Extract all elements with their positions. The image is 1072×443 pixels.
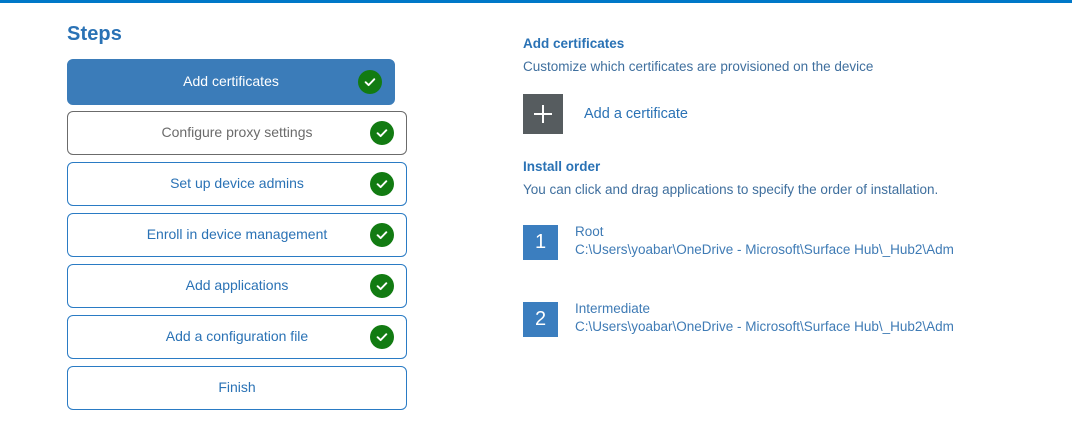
install-order-list: 1 Root C:\Users\yoabar\OneDrive - Micros…	[523, 223, 1043, 338]
order-item-name: Root	[575, 224, 604, 240]
step-label: Set up device admins	[170, 175, 304, 192]
completed-check-icon	[370, 223, 394, 247]
certificates-heading: Add certificates	[523, 36, 625, 51]
steps-title: Steps	[67, 23, 122, 45]
install-order-item[interactable]: 1 Root C:\Users\yoabar\OneDrive - Micros…	[523, 223, 1043, 261]
steps-pane: Steps Add certificates Configure proxy s…	[67, 3, 407, 417]
steps-list: Add certificates Configure proxy setting…	[67, 59, 407, 410]
completed-check-icon	[370, 121, 394, 145]
install-order-item[interactable]: 2 Intermediate C:\Users\yoabar\OneDrive …	[523, 300, 1043, 338]
step-item-finish[interactable]: Finish	[67, 366, 407, 410]
top-accent-rule	[0, 0, 1072, 3]
step-item-add-certificates[interactable]: Add certificates	[67, 59, 395, 105]
wizard-page: Steps Add certificates Configure proxy s…	[0, 3, 1072, 443]
completed-check-icon	[370, 325, 394, 349]
step-item-add-a-configuration-file[interactable]: Add a configuration file	[67, 315, 407, 359]
order-item-name: Intermediate	[575, 301, 651, 317]
install-order-section: Install order You can click and drag app…	[523, 159, 1043, 338]
completed-check-icon	[358, 70, 382, 94]
step-label: Enroll in device management	[146, 226, 328, 243]
step-item-configure-proxy-settings[interactable]: Configure proxy settings	[67, 111, 407, 155]
step-label: Add a configuration file	[165, 328, 309, 345]
step-label: Add applications	[185, 277, 289, 294]
order-item-text: Intermediate C:\Users\yoabar\OneDrive - …	[575, 300, 954, 336]
completed-check-icon	[370, 172, 394, 196]
install-order-heading: Install order	[523, 158, 601, 174]
certificates-subtitle: Customize which certificates are provisi…	[523, 59, 874, 74]
order-item-text: Root C:\Users\yoabar\OneDrive - Microsof…	[575, 223, 954, 259]
step-label: Finish	[218, 379, 256, 396]
add-certificate-label[interactable]: Add a certificate	[584, 105, 688, 122]
completed-check-icon	[370, 274, 394, 298]
plus-icon[interactable]	[523, 93, 563, 134]
install-order-subtitle: You can click and drag applications to s…	[523, 181, 939, 197]
step-label: Add certificates	[183, 73, 279, 90]
detail-pane: Add certificates Customize which certifi…	[523, 3, 1043, 377]
add-certificate-row[interactable]: Add a certificate	[523, 93, 1043, 134]
order-item-path: C:\Users\yoabar\OneDrive - Microsoft\Sur…	[575, 242, 954, 258]
step-label: Configure proxy settings	[161, 124, 313, 141]
order-number-badge: 2	[523, 302, 558, 338]
step-item-set-up-device-admins[interactable]: Set up device admins	[67, 162, 407, 206]
order-number-badge: 1	[523, 225, 558, 261]
step-item-add-applications[interactable]: Add applications	[67, 264, 407, 308]
order-item-path: C:\Users\yoabar\OneDrive - Microsoft\Sur…	[575, 319, 954, 335]
step-item-enroll-in-device-management[interactable]: Enroll in device management	[67, 213, 407, 257]
